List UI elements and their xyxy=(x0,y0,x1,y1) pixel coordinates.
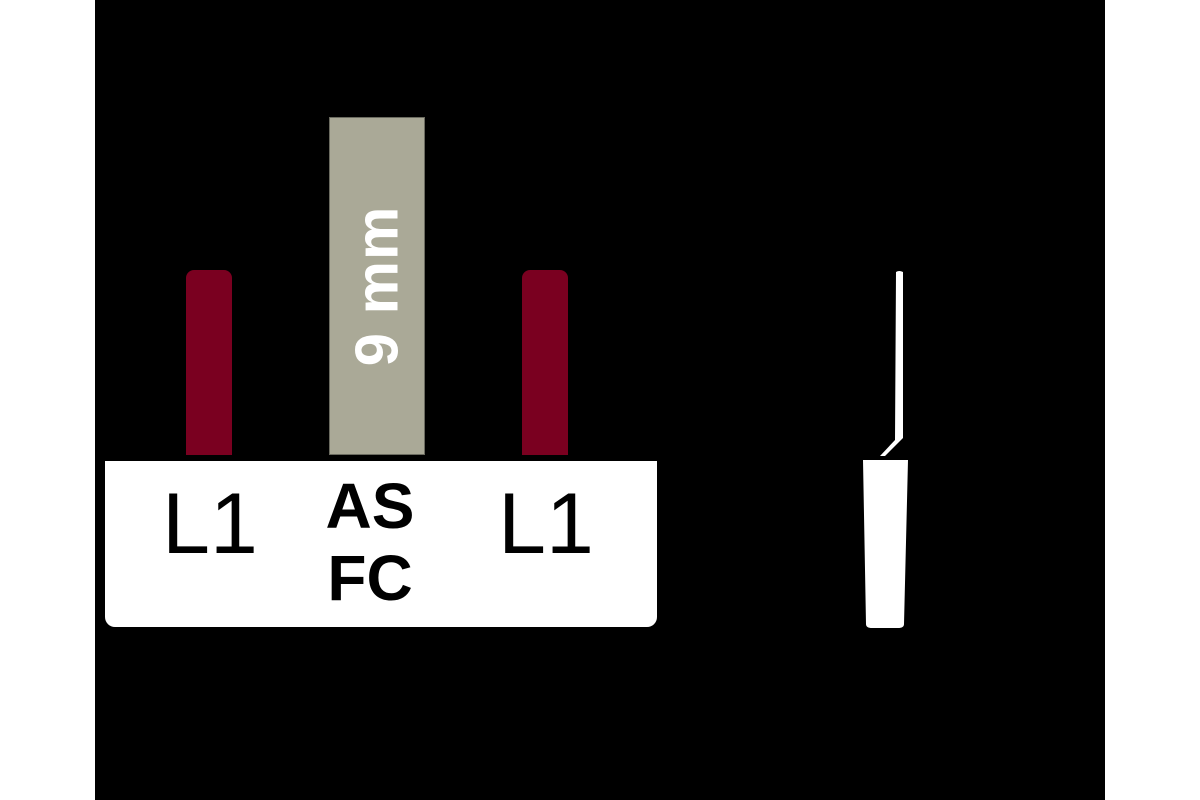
terminal-block: L1 AS FC L1 xyxy=(105,461,657,627)
contact-wire xyxy=(880,271,903,456)
terminal-label-center-line2: FC xyxy=(327,542,413,614)
left-pin xyxy=(186,270,232,455)
side-block xyxy=(863,460,908,628)
terminal-label-center-line1: AS xyxy=(325,470,415,542)
diagram-canvas xyxy=(95,0,1105,800)
terminal-label-right: L1 xyxy=(498,476,594,572)
right-pin xyxy=(522,270,568,455)
side-view-profile xyxy=(863,271,908,628)
gauge-label: 9 mm xyxy=(343,205,411,367)
strip-length-gauge: 9 mm xyxy=(329,117,425,455)
terminal-label-left: L1 xyxy=(162,476,258,572)
